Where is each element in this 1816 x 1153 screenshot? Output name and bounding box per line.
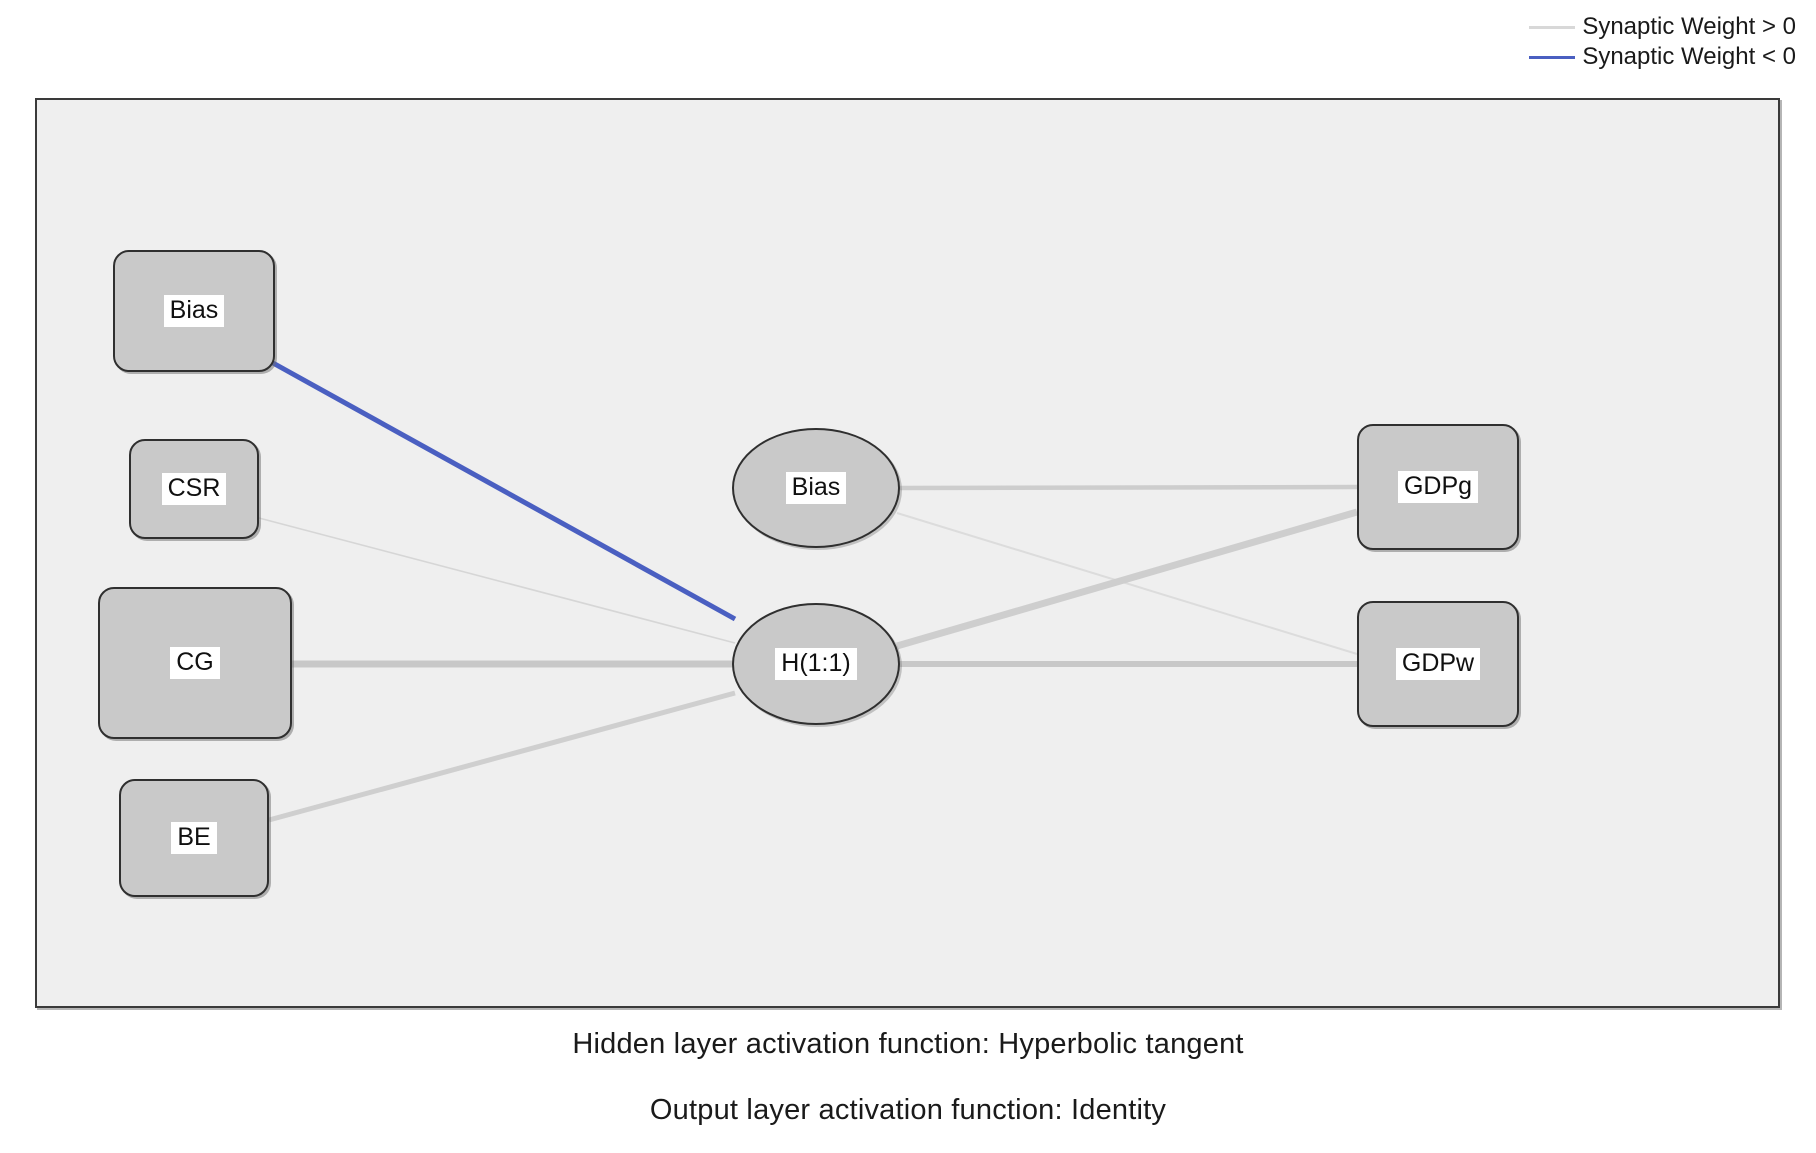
line-swatch-negative-icon [1529, 55, 1576, 59]
node-out-gdpg[interactable]: GDPg [1357, 424, 1519, 550]
node-label-in-be: BE [171, 822, 217, 854]
node-in-be[interactable]: BE [119, 779, 269, 897]
node-in-cg[interactable]: CG [98, 587, 292, 739]
node-in-bias[interactable]: Bias [113, 250, 275, 372]
network-panel [35, 98, 1780, 1008]
output-activation-caption: Output layer activation function: Identi… [649, 1094, 1167, 1126]
node-in-csr[interactable]: CSR [129, 439, 259, 539]
legend-item-negative: Synaptic Weight < 0 [1529, 43, 1796, 70]
node-hid-bias[interactable]: Bias [732, 428, 900, 548]
line-swatch-positive-icon [1529, 25, 1576, 29]
legend: Synaptic Weight > 0 Synaptic Weight < 0 [1529, 13, 1796, 70]
legend-item-positive: Synaptic Weight > 0 [1529, 13, 1796, 40]
node-label-in-bias: Bias [163, 295, 225, 327]
node-label-in-csr: CSR [161, 473, 227, 505]
legend-label-negative: Synaptic Weight < 0 [1582, 43, 1796, 70]
node-label-out-gdpg: GDPg [1397, 471, 1479, 503]
node-label-hid-h11: H(1:1) [775, 648, 857, 680]
node-label-out-gdpw: GDPw [1395, 648, 1481, 680]
node-label-in-cg: CG [170, 647, 220, 679]
hidden-activation-caption: Hidden layer activation function: Hyperb… [572, 1028, 1244, 1060]
node-label-hid-bias: Bias [785, 472, 847, 504]
legend-label-positive: Synaptic Weight > 0 [1582, 13, 1796, 40]
node-hid-h11[interactable]: H(1:1) [732, 603, 900, 725]
node-out-gdpw[interactable]: GDPw [1357, 601, 1519, 727]
